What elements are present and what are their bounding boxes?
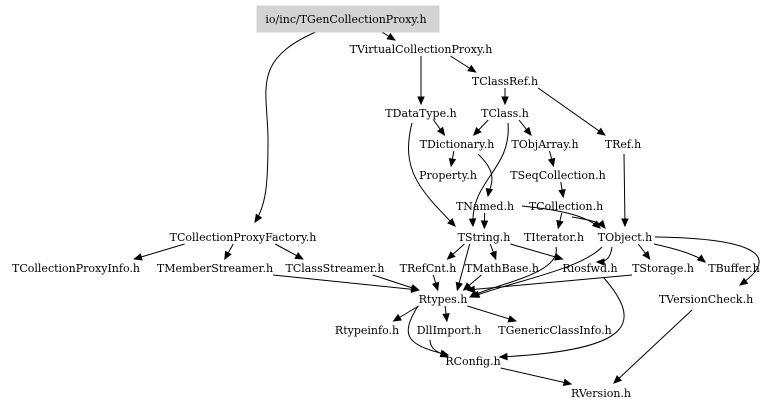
node-tobjarray-h[interactable]: TObjArray.h — [511, 138, 578, 151]
edge-33 — [273, 274, 419, 291]
nodes: io/inc/TGenCollectionProxy.hTVirtualColl… — [12, 5, 760, 400]
node-tmemberstreamer-h[interactable]: TMemberStreamer.h — [157, 262, 273, 275]
edge-arrowhead — [489, 250, 497, 261]
node-tobject-h[interactable]: TObject.h — [598, 231, 652, 244]
edge-arrowhead — [439, 350, 450, 358]
node-tstorage-h[interactable]: TStorage.h — [632, 262, 694, 275]
edge-5 — [537, 87, 606, 136]
edge-arrowhead — [558, 189, 566, 199]
node-rversion-h[interactable]: RVersion.h — [571, 387, 631, 400]
node-tseqcollection-h[interactable]: TSeqCollection.h — [510, 169, 605, 182]
node-tbuffer-h[interactable]: TBuffer.h — [708, 262, 759, 275]
edge-42 — [407, 305, 449, 356]
node-tclassstreamer-h[interactable]: TClassStreamer.h — [286, 262, 385, 275]
edge-arrowhead — [613, 375, 623, 384]
edge-arrowhead — [466, 285, 476, 294]
node-trefcnt-h[interactable]: TRefCnt.h — [400, 262, 457, 275]
edge-arrowhead — [597, 219, 606, 229]
edge-45 — [613, 309, 693, 384]
edge-arrowhead — [224, 250, 232, 261]
edge-arrowhead — [431, 281, 440, 292]
edge-arrowhead — [501, 96, 509, 106]
edge-arrowhead — [595, 258, 605, 266]
edge-arrowhead — [467, 64, 477, 73]
node-tcollection-h[interactable]: TCollection.h — [529, 200, 603, 213]
node-tversioncheck-h[interactable]: TVersionCheck.h — [659, 293, 753, 306]
edge-20 — [134, 243, 185, 260]
node-tmathbase-h[interactable]: TMathBase.h — [465, 262, 539, 275]
edge-arrowhead — [462, 282, 472, 291]
node-io-inc-tgencollectionproxy-h[interactable]: io/inc/TGenCollectionProxy.h — [265, 13, 426, 26]
edge-arrowhead — [448, 157, 457, 168]
edge-29 — [653, 243, 706, 263]
node-tvirtualcollectionproxy-h[interactable]: TVirtualCollectionProxy.h — [350, 43, 493, 56]
edge-arrowhead — [556, 219, 564, 230]
edge-arrowhead — [294, 252, 304, 260]
node-rconfig-h[interactable]: RConfig.h — [445, 355, 500, 368]
node-tnamed-h[interactable]: TNamed.h — [456, 200, 514, 213]
edge-arrowhead — [386, 32, 396, 41]
node-tcollectionproxyfactory-h[interactable]: TCollectionProxyFactory.h — [170, 231, 317, 244]
edge-arrowhead — [468, 218, 477, 228]
edge-arrowhead — [696, 254, 706, 263]
edge-27 — [469, 246, 557, 298]
edge-arrowhead — [480, 220, 489, 230]
edge-arrowhead — [621, 218, 629, 228]
root-node-box — [256, 5, 440, 33]
edge-25 — [510, 243, 563, 260]
edges — [133, 25, 760, 386]
edge-arrowhead — [436, 126, 446, 137]
edge-44 — [500, 367, 572, 385]
edge-38 — [499, 277, 625, 358]
edge-arrowhead — [410, 284, 420, 292]
node-tref-h[interactable]: TRef.h — [605, 138, 641, 151]
edge-arrowhead — [523, 126, 532, 136]
node-tdictionary-h[interactable]: TDictionary.h — [420, 138, 495, 151]
node-tcollectionproxyinfo-h[interactable]: TCollectionProxyInfo.h — [12, 262, 140, 275]
edge-41 — [467, 305, 516, 322]
edge-arrowhead — [738, 277, 749, 286]
edge-arrowhead — [562, 378, 573, 386]
edge-26 — [456, 243, 471, 291]
node-tclassref-h[interactable]: TClassRef.h — [472, 75, 538, 88]
edge-arrowhead — [455, 281, 463, 292]
edge-34 — [372, 274, 419, 291]
edge-arrowhead — [642, 250, 651, 261]
edge-arrowhead — [507, 315, 518, 323]
edge-7 — [408, 122, 456, 227]
edge-32 — [471, 246, 603, 298]
node-titerator-h[interactable]: TIterator.h — [524, 231, 584, 244]
edge-arrowhead — [498, 352, 508, 361]
edge-arrowhead — [442, 313, 450, 323]
edge-30 — [654, 236, 760, 286]
node-tclass-h[interactable]: TClass.h — [481, 107, 529, 120]
edge-arrowhead — [447, 218, 456, 227]
node-tgenericclassinfo-h[interactable]: TGenericClassInfo.h — [498, 324, 611, 337]
edge-1 — [254, 30, 319, 223]
edge-arrowhead — [485, 187, 494, 198]
edge-14 — [623, 153, 626, 227]
node-property-h[interactable]: Property.h — [419, 169, 477, 182]
edge-arrowhead — [554, 253, 564, 261]
edge-arrowhead — [446, 251, 456, 260]
edge-arrowhead — [417, 96, 425, 106]
edge-arrowhead — [596, 127, 606, 136]
node-tstring-h[interactable]: TString.h — [458, 231, 511, 244]
node-riosfwd-h[interactable]: Riosfwd.h — [562, 262, 617, 275]
edge-arrowhead — [254, 213, 263, 224]
node-rtypeinfo-h[interactable]: Rtypeinfo.h — [335, 324, 399, 337]
edge-arrowhead — [392, 313, 402, 322]
node-rtypes-h[interactable]: Rtypes.h — [419, 293, 468, 306]
edge-arrowhead — [133, 253, 143, 261]
edge-arrowhead — [547, 157, 556, 168]
edge-arrowhead — [472, 126, 482, 136]
node-tdatatype-h[interactable]: TDataType.h — [385, 107, 456, 120]
edge-37 — [467, 274, 633, 291]
edge-10 — [472, 122, 509, 227]
node-dllimport-h[interactable]: DllImport.h — [417, 324, 482, 337]
edge-arrowhead — [470, 290, 481, 298]
